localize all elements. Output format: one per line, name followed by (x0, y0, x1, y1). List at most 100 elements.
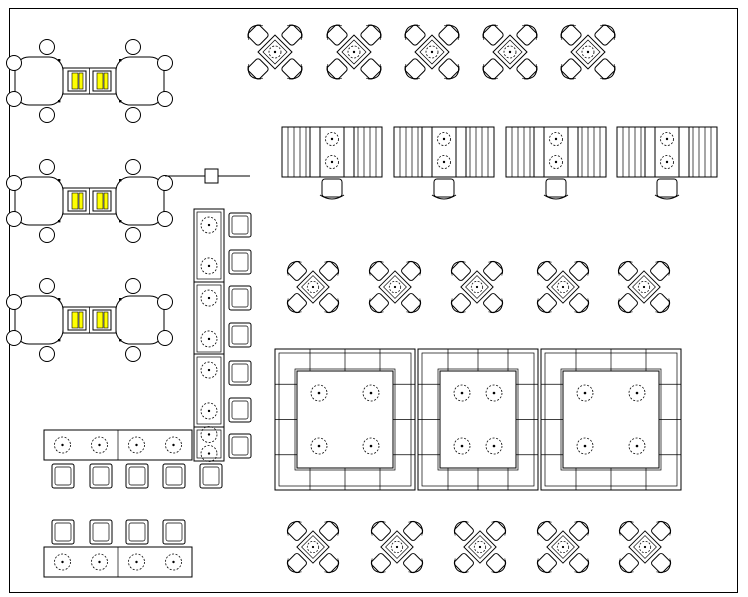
chair-cushion (231, 400, 249, 420)
bench-left (505, 126, 535, 178)
chair (617, 293, 638, 314)
diamond-table-middle-3 (450, 260, 504, 314)
chair-back-outer (369, 298, 384, 313)
table-centerpiece (268, 45, 282, 59)
round-stool (157, 55, 173, 71)
chair (89, 463, 113, 489)
round-stool (125, 39, 141, 55)
lounge-back (544, 352, 678, 487)
round-stool (6, 330, 22, 346)
lounge-row (274, 348, 682, 491)
booth-table-top (431, 126, 457, 178)
chair-cushion (231, 215, 249, 235)
round-stool (39, 107, 55, 123)
round-stool (125, 159, 141, 175)
bench-right (688, 126, 718, 178)
panel-highlight (103, 72, 109, 90)
chair-cushion (231, 325, 249, 345)
table-center-dot (561, 545, 565, 549)
chair-seat (319, 293, 340, 314)
chair-seat (650, 260, 671, 281)
table-center-dot (561, 285, 565, 289)
wall-box (204, 168, 219, 184)
chair-seat (483, 293, 504, 314)
chair-seat (370, 553, 391, 574)
vertical-bench-1 (193, 208, 225, 283)
bench-frame (193, 208, 225, 283)
chair-seat (594, 58, 616, 80)
chair-seat (450, 293, 471, 314)
bench-right (577, 126, 607, 178)
chair-seat (433, 178, 455, 198)
chair (654, 178, 680, 200)
table-center-dot (352, 50, 356, 54)
chair-back-outer (327, 25, 343, 41)
table-center-dot (508, 50, 512, 54)
chair-cushion (54, 466, 72, 486)
chair-seat (368, 293, 389, 314)
chair (536, 260, 557, 281)
place-dot (207, 433, 211, 436)
booth-table-top (319, 126, 345, 178)
table-center-dot (311, 285, 315, 289)
chair (651, 553, 672, 574)
chair-back-outer (655, 298, 670, 313)
chair-back-outer (286, 63, 302, 79)
place-dot (554, 160, 558, 164)
diamond-table-middle-1 (286, 260, 340, 314)
place-dot (460, 444, 464, 448)
chair (319, 553, 340, 574)
chair (560, 58, 582, 80)
chair (536, 293, 557, 314)
chair-seat (51, 519, 75, 545)
place-dot (61, 560, 64, 564)
chair (403, 553, 424, 574)
chair-back (319, 194, 345, 200)
place-setting (549, 132, 563, 146)
chair (286, 520, 307, 541)
place-setting (437, 155, 451, 169)
diamond-table-bottom-3 (453, 520, 507, 574)
chair-back-outer (365, 25, 381, 41)
round-stool (39, 159, 55, 175)
table-inset (465, 275, 489, 299)
chair-back-outer (483, 63, 499, 79)
chair (162, 463, 186, 489)
chair-cushion (165, 466, 183, 486)
right-oval-set (115, 278, 173, 362)
chair-back-outer (574, 558, 589, 573)
chair-seat (51, 463, 75, 489)
diamond-table-top-1 (247, 24, 303, 80)
table-leg (119, 179, 122, 182)
highlight-panel (92, 70, 112, 92)
table-centerpiece (473, 540, 487, 554)
place-setting (660, 155, 674, 169)
place-dot (207, 368, 211, 372)
lounge-back (421, 352, 535, 487)
round-stool (157, 330, 173, 346)
bench-right (465, 126, 495, 178)
place-dot (207, 409, 211, 413)
chair (319, 293, 340, 314)
place-setting (200, 426, 218, 443)
place-setting (200, 402, 218, 420)
chair-back-outer (451, 298, 466, 313)
chair-back-outer (287, 261, 302, 276)
chair-back-outer (521, 25, 537, 41)
place-dot (665, 160, 669, 164)
chair (401, 293, 422, 314)
chair-seat (569, 260, 590, 281)
diamond-table-middle-5 (617, 260, 671, 314)
place-setting (128, 553, 145, 571)
chair-back-outer (451, 261, 466, 276)
oval-pair-group-1 (6, 39, 173, 123)
place-dot (61, 443, 64, 447)
chair-cushion (92, 522, 110, 542)
place-setting (310, 437, 328, 455)
diamond-table-bottom-1 (286, 520, 340, 574)
diamond-table-top-2 (326, 24, 382, 80)
chair (536, 520, 557, 541)
table-leg (119, 298, 122, 301)
round-stool (125, 278, 141, 294)
table-leg (58, 220, 61, 223)
